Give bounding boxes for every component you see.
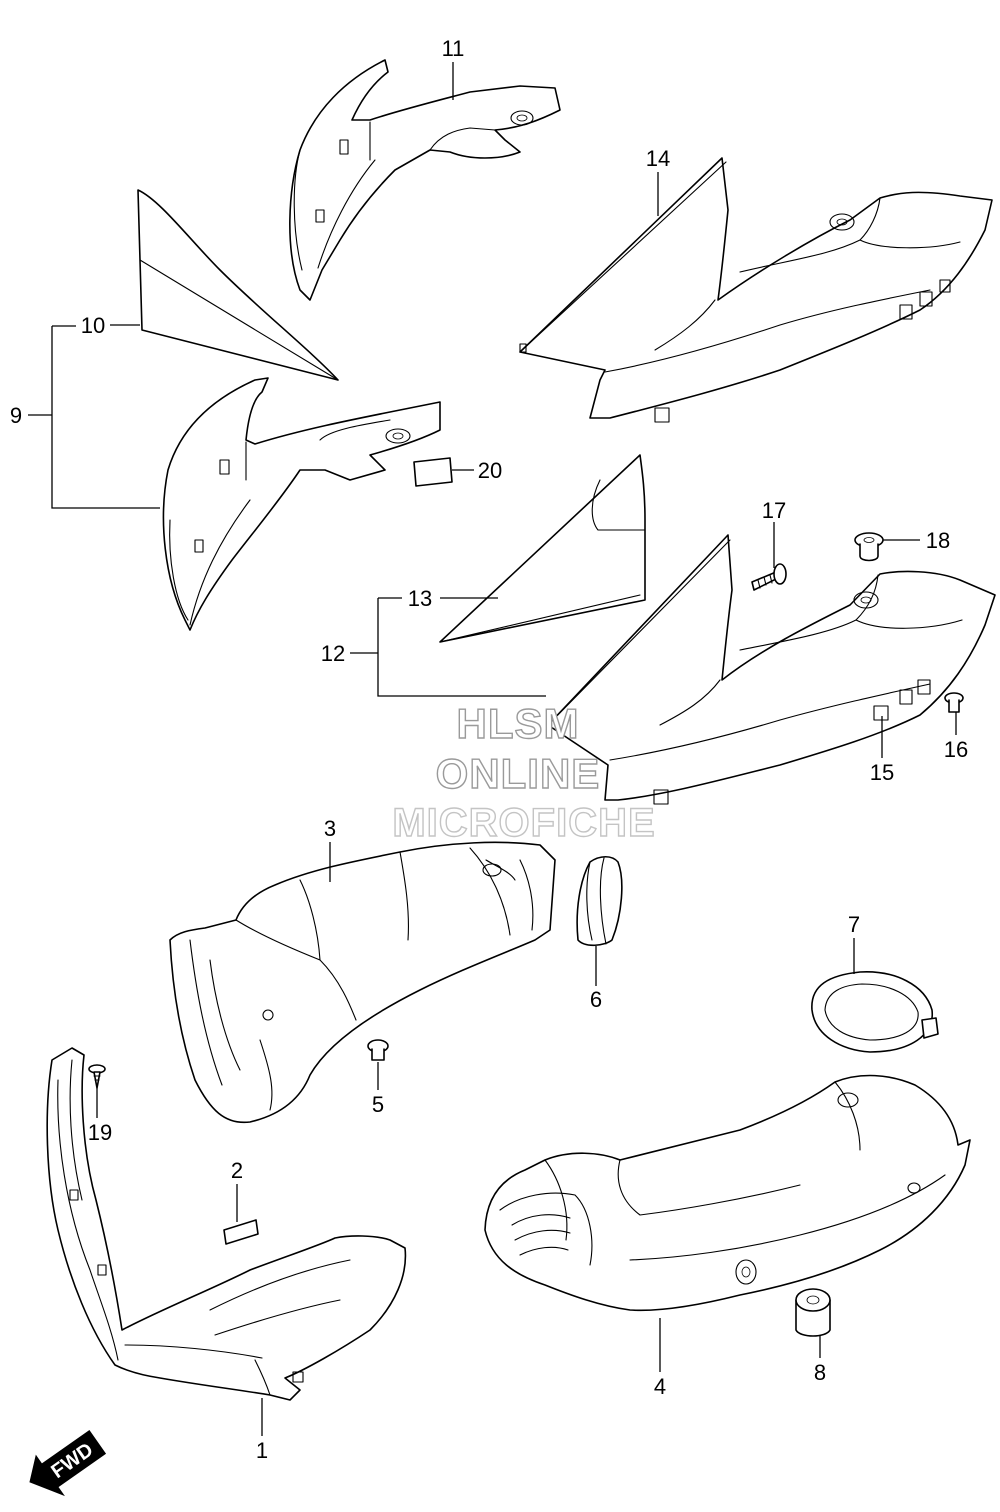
callout-11: 11 [442, 36, 465, 61]
part-18-grommet [854, 532, 884, 562]
leader-lines [28, 62, 957, 1436]
callout-4: 4 [654, 1374, 666, 1399]
part-5-push-rivet [367, 1039, 389, 1061]
part-3-air-duct [169, 841, 556, 1124]
watermark-line-1: HLSM [457, 700, 580, 747]
part-10-triangular-panel [137, 189, 339, 381]
callout-16: 16 [944, 737, 968, 762]
callout-3: 3 [324, 816, 336, 841]
watermark-line-3: MICROFICHE [392, 801, 655, 845]
callout-19: 19 [88, 1120, 112, 1145]
callout-14: 14 [646, 146, 670, 171]
callout-7: 7 [848, 912, 860, 937]
part-4-air-duct [484, 1074, 971, 1312]
watermark-line-2: ONLINE [436, 750, 601, 797]
part-9-side-cowl-assembly [162, 377, 453, 631]
callout-8: 8 [814, 1360, 826, 1385]
callout-10: 10 [81, 313, 105, 338]
callout-5: 5 [372, 1092, 384, 1117]
callout-1: 1 [256, 1438, 268, 1463]
part-8-grommet [795, 1288, 831, 1337]
part-14-side-body-cover [519, 157, 993, 423]
part-13-triangular-panel [439, 454, 646, 643]
callout-17: 17 [762, 498, 786, 523]
callout-18: 18 [926, 528, 950, 553]
part-6-duct-seal [576, 855, 623, 947]
part-11-side-cowl-inner [289, 59, 561, 301]
fwd-arrow-icon [29, 1430, 107, 1497]
part-17-screw [751, 563, 787, 591]
part-1-front-lower-cowl [46, 1047, 407, 1401]
fwd-direction-badge: FWD [29, 1430, 107, 1497]
part-12-side-body-cover-assembly [547, 534, 996, 805]
callout-12: 12 [321, 641, 345, 666]
callout-2: 2 [231, 1158, 243, 1183]
callout-13: 13 [408, 586, 432, 611]
part-19-screw [88, 1064, 106, 1089]
callout-6: 6 [590, 987, 602, 1012]
callout-15: 15 [870, 760, 894, 785]
callout-labels: 11 14 10 9 20 17 18 13 12 15 16 3 6 7 5 … [10, 36, 968, 1463]
part-2-label [223, 1219, 259, 1245]
callout-9: 9 [10, 403, 22, 428]
part-16-push-rivet [944, 692, 964, 713]
callout-20: 20 [478, 458, 502, 483]
watermark: HLSM ONLINE MICROFICHE [392, 699, 656, 845]
part-7-seal-ring [811, 971, 939, 1053]
